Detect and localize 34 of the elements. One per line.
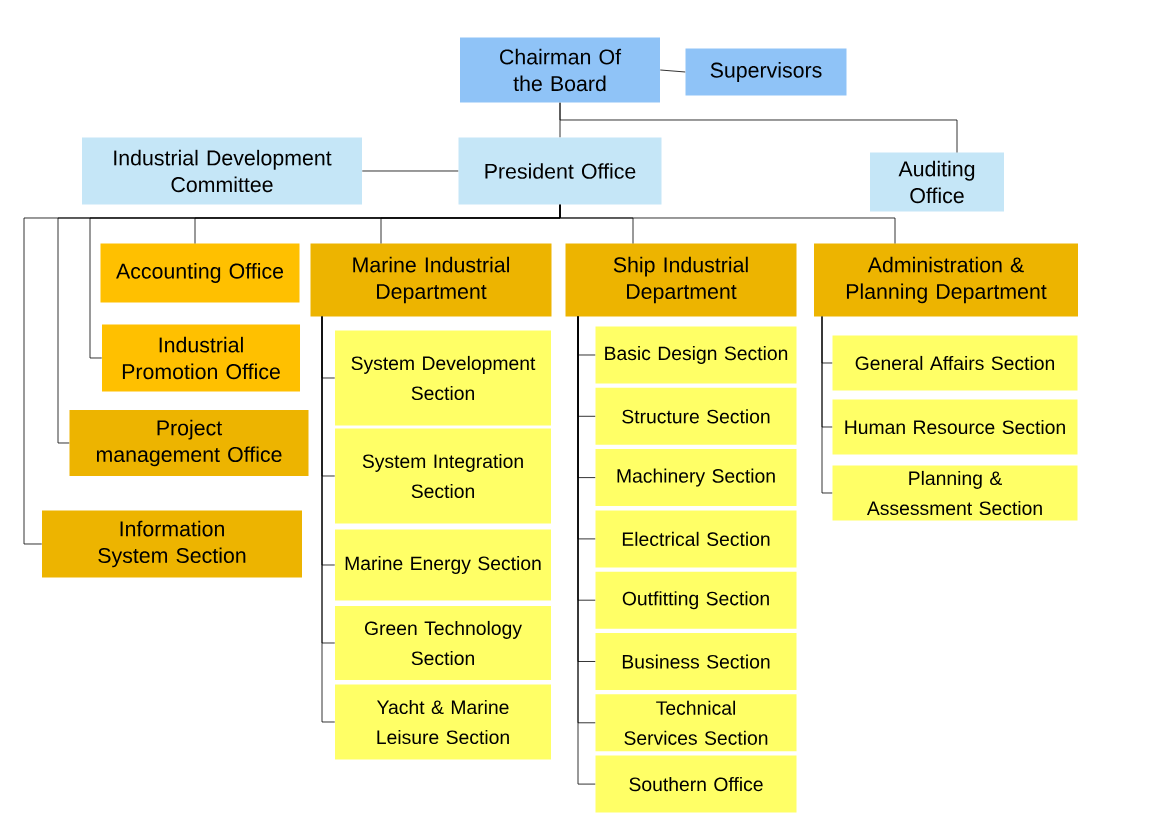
section-box: System Development Section (335, 330, 551, 426)
connector (23, 204, 561, 545)
section-box: Technical Services Section (595, 694, 797, 752)
connector (659, 69, 686, 73)
section-box: Machinery Section (595, 449, 797, 507)
section-box: Outfitting Section (595, 571, 797, 629)
office-box: Accounting Office (100, 243, 300, 303)
section-box: Southern Office (595, 755, 797, 813)
connector (321, 316, 336, 723)
office-box: Project management Office (69, 410, 309, 476)
section-box: Structure Section (595, 387, 797, 445)
section-box: Human Resource Section (832, 399, 1078, 455)
section-box: General Affairs Section (832, 335, 1078, 391)
office-box: Auditing Office (870, 152, 1004, 212)
office-box: Information System Section (42, 510, 302, 578)
section-box: Electrical Section (595, 510, 797, 568)
office-box: President Office (458, 137, 662, 205)
office-box: Chairman Of the Board (460, 37, 660, 103)
office-box: Industrial Promotion Office (102, 324, 300, 392)
section-box: Green Technology Section (335, 606, 551, 680)
section-box: Marine Energy Section (335, 529, 551, 601)
office-box: Marine Industrial Department (310, 243, 552, 317)
office-box: Supervisors (685, 48, 847, 96)
section-box: Basic Design Section (595, 326, 797, 384)
office-box: Administration & Planning Department (814, 243, 1078, 317)
section-box: System Integration Section (335, 428, 551, 524)
connector (559, 102, 958, 153)
office-box: Ship Industrial Department (565, 243, 797, 317)
connector (821, 316, 833, 494)
office-box: Industrial Development Committee (82, 137, 362, 205)
section-box: Business Section (595, 633, 797, 690)
section-box: Yacht & Marine Leisure Section (335, 684, 551, 760)
connector (361, 170, 459, 172)
section-box: Planning & Assessment Section (832, 465, 1078, 521)
